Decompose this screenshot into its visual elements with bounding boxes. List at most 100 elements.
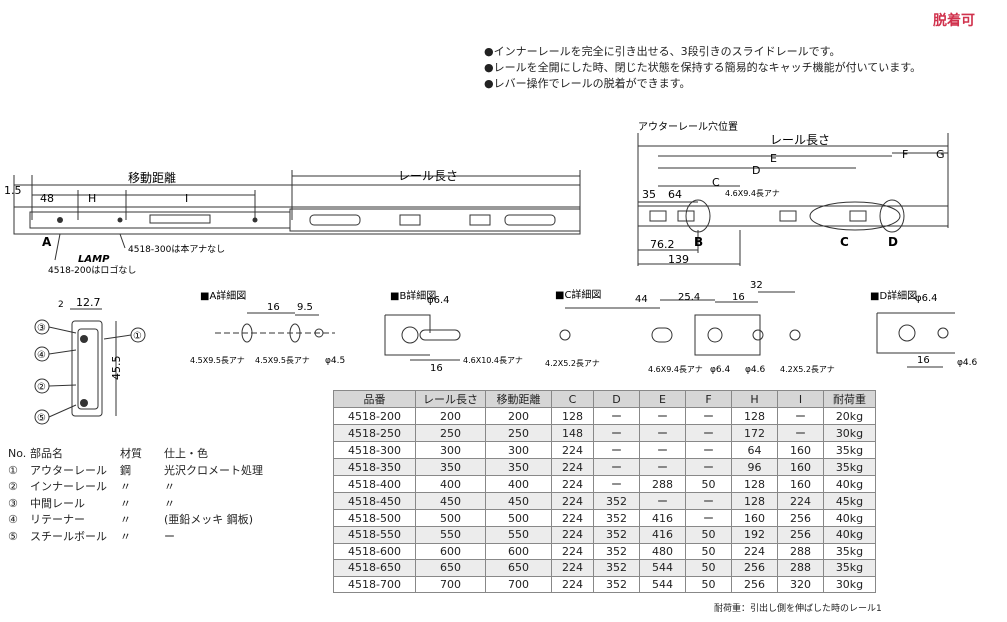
dim-D: D (752, 164, 760, 177)
col-finish: 仕上・色 (164, 447, 208, 460)
spec-header-cell: D (593, 390, 640, 408)
spec-cell: ー (777, 407, 824, 425)
dim-phi6.4: φ6.4 (915, 293, 938, 304)
parts-list: No. 部品名 材質 仕上・色 ① アウターレール 鋼 光沢クロメート処理 ② … (8, 446, 304, 545)
dim-1.5: 1.5 (4, 184, 22, 197)
spec-cell: 224 (551, 542, 594, 561)
spec-cell: 50 (685, 526, 732, 544)
spec-cell: ー (777, 424, 824, 442)
hole-note-2: 4.6X9.4長アナ (648, 365, 703, 374)
hole-note-3: φ4.5 (325, 356, 345, 366)
part-no: ② (8, 480, 18, 493)
hole-note-2: 4.5X9.5長アナ (255, 356, 310, 365)
part-finish: 〃 (164, 496, 175, 510)
part-name: アウターレール (30, 463, 107, 477)
dim-16: 16 (430, 363, 443, 374)
spec-cell: 352 (593, 492, 640, 510)
spec-cell: 200 (485, 407, 552, 425)
dim-64: 64 (668, 188, 682, 201)
tri-label: 2 (58, 300, 64, 310)
spec-cell: 160 (731, 509, 778, 527)
spec-cell: 4518-450 (333, 492, 416, 510)
part-material: 〃 (120, 513, 131, 526)
spec-cell: 224 (551, 492, 594, 510)
part-no: ⑤ (8, 529, 18, 543)
spec-cell: 352 (593, 509, 640, 527)
spec-cell: 550 (415, 526, 486, 544)
part-name: リテーナー (30, 513, 85, 526)
rail-length-label: レール長さ (398, 169, 458, 183)
spec-cell: 4518-550 (333, 526, 416, 544)
spec-cell: 224 (551, 475, 594, 493)
detail-D: ■D詳細図 φ6.4 16 φ4.6 (870, 289, 978, 368)
dim-G: G (936, 148, 945, 161)
spec-cell: 400 (485, 475, 552, 493)
part-no: ④ (8, 513, 18, 526)
spec-cell: 160 (777, 475, 824, 493)
spec-cell: ー (685, 509, 732, 527)
spec-cell: 256 (731, 575, 778, 594)
spec-cell: 416 (639, 509, 686, 527)
spec-cell: 700 (485, 575, 552, 594)
note-4518-300: 4518-300は本アナなし (128, 243, 225, 255)
spec-cell: 352 (593, 526, 640, 544)
spec-cell: 50 (685, 475, 732, 493)
spec-cell: 600 (485, 542, 552, 561)
spec-cell: 224 (551, 559, 594, 577)
spec-cell: 4518-500 (333, 509, 416, 527)
spec-cell: 192 (731, 526, 778, 544)
spec-cell: 200 (415, 407, 486, 425)
hole-note: 4.6X9.4長アナ (725, 189, 780, 198)
spec-cell: 450 (485, 492, 552, 510)
spec-cell: ー (593, 475, 640, 493)
spec-cell: ー (593, 424, 640, 442)
detail-A-title: ■A詳細図 (200, 289, 246, 302)
spec-cell: 352 (593, 575, 640, 594)
dim-E: E (770, 152, 777, 165)
part-name: インナーレール (30, 480, 107, 493)
spec-cell: 40kg (823, 475, 876, 493)
spec-cell: 700 (415, 575, 486, 594)
spec-cell: ー (593, 407, 640, 425)
spec-cell: ー (685, 458, 732, 476)
callout-3: ③ (37, 323, 46, 334)
point-A-label: A (42, 235, 52, 249)
spec-cell: 128 (731, 492, 778, 510)
spec-header-cell: 移動距離 (485, 390, 552, 408)
part-finish: 光沢クロメート処理 (164, 463, 263, 477)
lamp-logo: LAMP (78, 254, 110, 265)
dim-44: 44 (635, 294, 648, 305)
spec-cell: 352 (593, 542, 640, 561)
spec-cell: 250 (415, 424, 486, 442)
spec-cell: 50 (685, 542, 732, 561)
hole-note-3: φ6.4 (710, 365, 731, 375)
travel-label: 移動距離 (128, 171, 176, 185)
spec-cell: 250 (485, 424, 552, 442)
spec-cell: 224 (551, 441, 594, 459)
spec-cell: 550 (485, 526, 552, 544)
spec-cell: 500 (415, 509, 486, 527)
spec-cell: 4518-650 (333, 559, 416, 577)
part-material: 〃 (120, 529, 131, 543)
feature-item: ●レバー操作でレールの脱着ができます。 (484, 77, 691, 90)
spec-header-cell: I (777, 390, 824, 408)
dim-48: 48 (40, 192, 54, 205)
detail-A: ■A詳細図 16 9.5 4.5X9.5長アナ 4.5X9.5長アナ φ4.5 (190, 289, 345, 366)
spec-header-cell: 耐荷重 (823, 390, 876, 408)
spec-cell: 160 (777, 441, 824, 459)
point-C-label: C (840, 235, 849, 249)
spec-cell: 20kg (823, 407, 876, 425)
spec-cell: 288 (777, 559, 824, 577)
spec-header-cell: H (731, 390, 778, 408)
dim-32: 32 (750, 280, 763, 291)
spec-cell: 224 (551, 509, 594, 527)
spec-cell: 256 (731, 559, 778, 577)
spec-cell: 224 (731, 542, 778, 561)
